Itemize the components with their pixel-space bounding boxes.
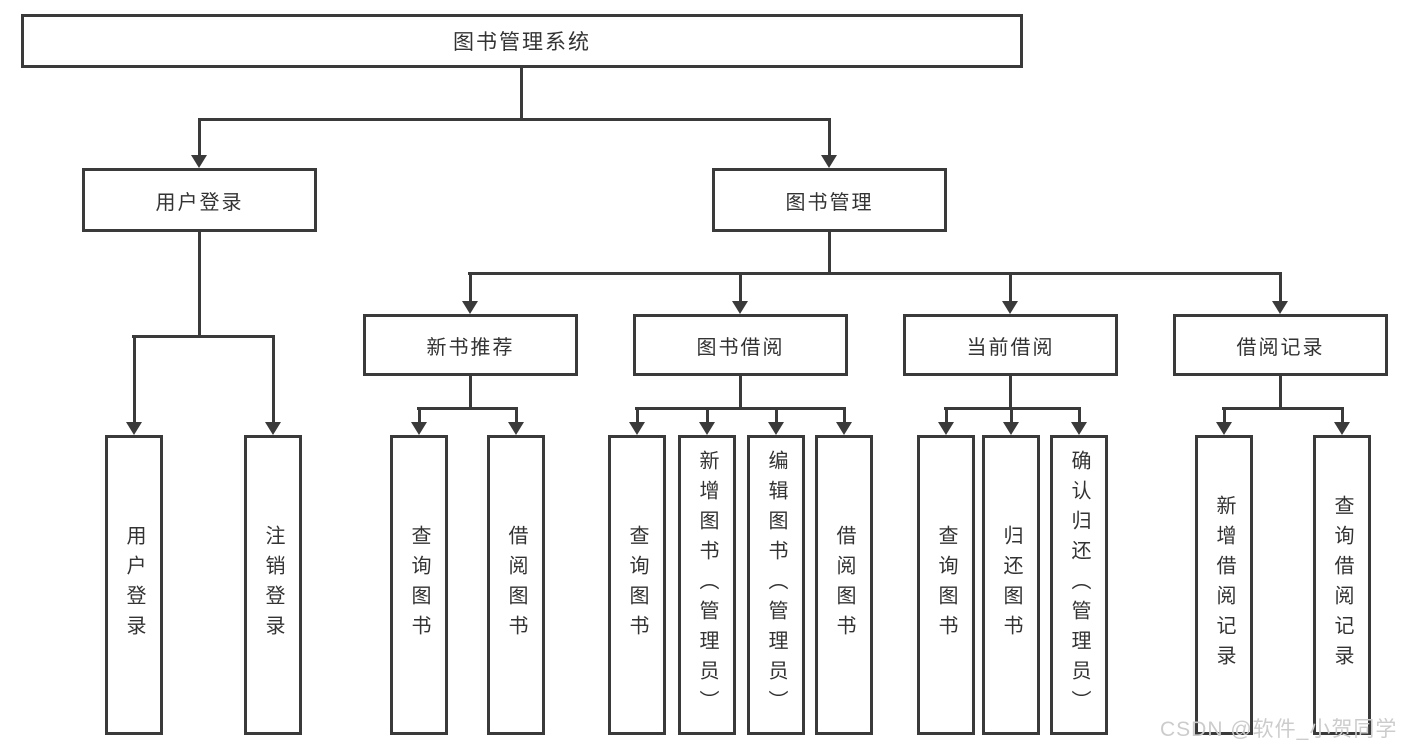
leaf-recommend-borrow-book-label: 借阅图书 [505,525,527,645]
connector-hline [417,407,518,410]
leaf-current-confirm-return-admin-label: 确认归还（管理员） [1068,450,1090,720]
leaf-borrow-add-book-admin: 新增图书（管理员） [678,435,736,735]
arrow-down-icon [1071,408,1087,435]
leaf-current-confirm-return-admin: 确认归还（管理员） [1050,435,1108,735]
connector-vline [469,376,472,409]
connector-vline [739,376,742,409]
arrow-down-icon [629,408,645,435]
leaf-record-add-borrow-record-label: 新增借阅记录 [1213,495,1235,675]
leaf-current-query-book-label: 查询图书 [935,525,957,645]
leaf-borrow-query-book: 查询图书 [608,435,666,735]
leaf-record-query-borrow-record-label: 查询借阅记录 [1331,495,1353,675]
connector-hline [198,118,831,121]
node-book-borrow-label: 图书借阅 [696,336,785,359]
arrow-down-icon [411,408,427,435]
connector-vline [520,68,523,121]
leaf-logout-label: 注销登录 [262,525,284,645]
connector-hline [468,272,1282,275]
connector-vline [198,232,201,337]
connector-hline [132,335,275,338]
arrow-down-icon [1003,408,1019,435]
leaf-borrow-borrow-book: 借阅图书 [815,435,873,735]
node-user-login: 用户登录 [82,168,317,232]
connector-hline [635,407,846,410]
leaf-current-return-book: 归还图书 [982,435,1040,735]
node-library-system: 图书管理系统 [21,14,1023,68]
node-user-login-label: 用户登录 [155,191,244,214]
arrow-down-icon [508,408,524,435]
arrow-down-icon [191,119,207,168]
leaf-record-query-borrow-record: 查询借阅记录 [1313,435,1371,735]
connector-vline [1279,376,1282,409]
node-current-borrow: 当前借阅 [903,314,1118,376]
leaf-borrow-add-book-admin-label: 新增图书（管理员） [696,450,718,720]
node-borrow-record-label: 借阅记录 [1236,336,1325,359]
leaf-user-login-label: 用户登录 [123,525,145,645]
node-book-management-label: 图书管理 [785,191,874,214]
arrow-down-icon [1272,273,1288,314]
leaf-user-login: 用户登录 [105,435,163,735]
leaf-borrow-borrow-book-label: 借阅图书 [833,525,855,645]
node-library-system-label: 图书管理系统 [453,31,591,54]
leaf-borrow-query-book-label: 查询图书 [626,525,648,645]
arrow-down-icon [1216,408,1232,435]
node-current-borrow-label: 当前借阅 [966,336,1055,359]
node-borrow-record: 借阅记录 [1173,314,1388,376]
connector-hline [1222,407,1344,410]
arrow-down-icon [1334,408,1350,435]
leaf-recommend-borrow-book: 借阅图书 [487,435,545,735]
leaf-current-query-book: 查询图书 [917,435,975,735]
connector-hline [944,407,1081,410]
arrow-down-icon [821,119,837,168]
arrow-down-icon [768,408,784,435]
connector-vline [828,232,831,274]
node-new-book-recommend: 新书推荐 [363,314,578,376]
arrow-down-icon [938,408,954,435]
node-book-management: 图书管理 [712,168,947,232]
arrow-down-icon [1002,273,1018,314]
leaf-logout: 注销登录 [244,435,302,735]
arrow-down-icon [699,408,715,435]
arrow-down-icon [462,273,478,314]
arrow-down-icon [265,336,281,435]
arrow-down-icon [836,408,852,435]
leaf-recommend-query-book-label: 查询图书 [408,525,430,645]
arrow-down-icon [126,336,142,435]
leaf-record-add-borrow-record: 新增借阅记录 [1195,435,1253,735]
leaf-borrow-edit-book-admin-label: 编辑图书（管理员） [765,450,787,720]
connector-vline [1009,376,1012,409]
watermark: CSDN @软件_小贺同学 [1160,718,1398,741]
node-new-book-recommend-label: 新书推荐 [426,336,515,359]
leaf-recommend-query-book: 查询图书 [390,435,448,735]
leaf-borrow-edit-book-admin: 编辑图书（管理员） [747,435,805,735]
arrow-down-icon [732,273,748,314]
leaf-current-return-book-label: 归还图书 [1000,525,1022,645]
node-book-borrow: 图书借阅 [633,314,848,376]
